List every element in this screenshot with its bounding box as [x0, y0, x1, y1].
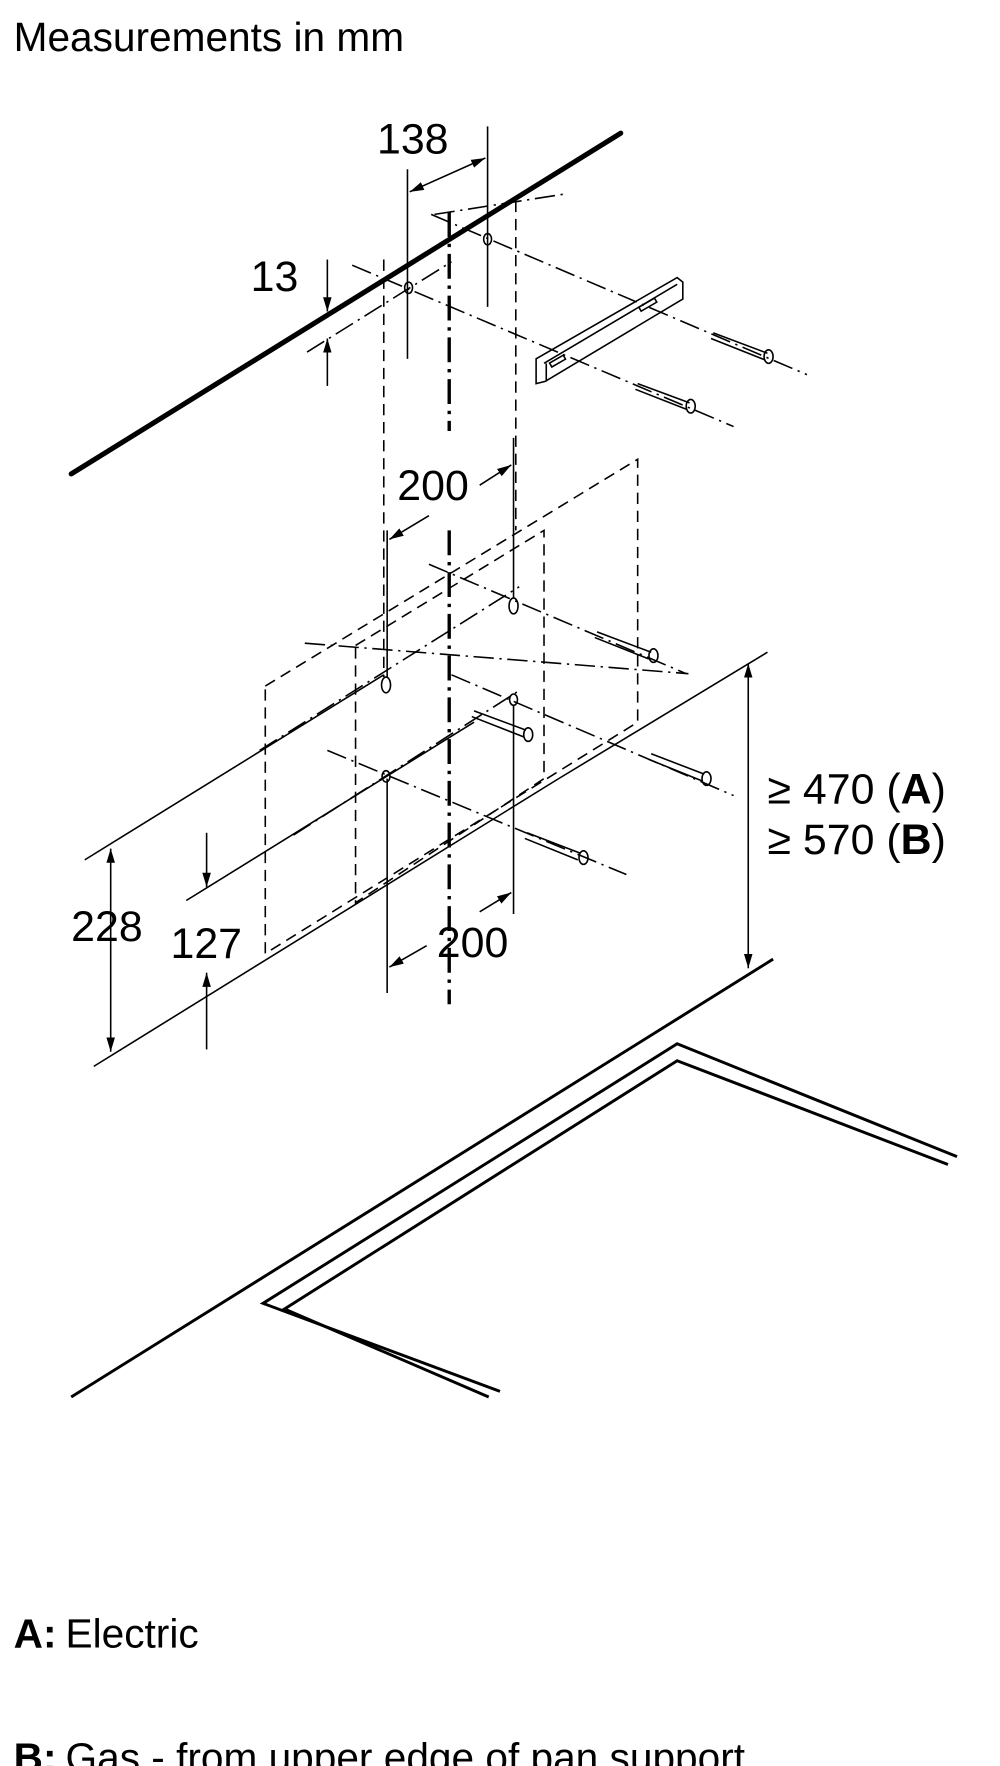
- screw: [710, 332, 774, 365]
- svg-text:B:Gas - from upper edge of pan: B:Gas - from upper edge of pan support: [14, 1735, 745, 1766]
- screw: [648, 753, 712, 787]
- cooktop: [259, 1042, 958, 1399]
- dimension-138: 138: [377, 115, 489, 359]
- drill-hole: [380, 676, 392, 694]
- svg-text:200: 200: [397, 462, 469, 510]
- ceiling-line: [68, 130, 624, 477]
- legend-a: A:Electric: [14, 1611, 199, 1657]
- legend-b: B:Gas - from upper edge of pan support: [14, 1735, 745, 1766]
- dimension-228: 228: [71, 674, 560, 1068]
- screw: [524, 832, 589, 866]
- mounting-bracket: [535, 276, 684, 385]
- dimension-clearance: ≥ 470 (A) ≥ 570 (B): [558, 651, 946, 969]
- screw: [635, 382, 697, 414]
- svg-text:13: 13: [251, 253, 299, 301]
- dimension-200-lower: 200: [386, 705, 515, 994]
- svg-text:138: 138: [377, 115, 449, 163]
- dimension-13: 13: [251, 253, 452, 386]
- svg-text:≥ 570 (B): ≥ 570 (B): [767, 816, 945, 864]
- svg-text:A:Electric: A:Electric: [14, 1611, 199, 1657]
- hood-outline: [264, 457, 639, 955]
- drill-hole: [508, 597, 519, 615]
- screw: [471, 710, 534, 743]
- drill-hole: [381, 769, 391, 783]
- chimney-outline: [354, 528, 545, 905]
- dimension-200-upper: 200: [386, 437, 515, 678]
- worktop-edge: [70, 957, 774, 1399]
- svg-text:228: 228: [71, 903, 143, 951]
- dimension-127: 127: [170, 721, 475, 1050]
- drill-hole: [403, 281, 414, 295]
- svg-text:≥ 470 (A): ≥ 470 (A): [767, 765, 945, 813]
- svg-text:200: 200: [437, 919, 509, 967]
- drill-hole: [508, 693, 519, 707]
- svg-text:127: 127: [170, 920, 242, 968]
- drill-hole: [482, 232, 493, 246]
- diagram-title: Measurements in mm: [14, 14, 404, 60]
- screw: [594, 631, 659, 664]
